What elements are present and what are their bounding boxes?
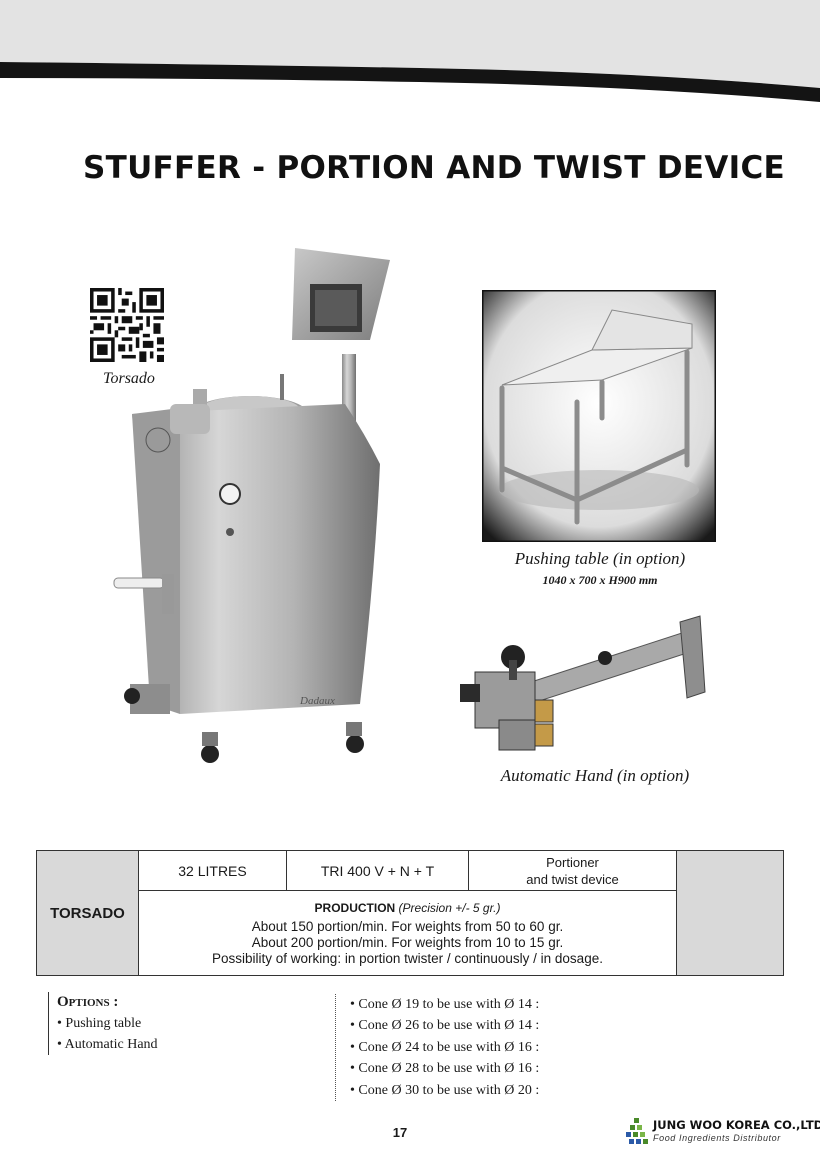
page-number: 17: [392, 1125, 408, 1140]
cones-list: • Cone Ø 19 to be use with Ø 14 : • Cone…: [335, 994, 650, 1102]
automatic-hand-caption: Automatic Hand (in option): [500, 766, 690, 785]
qr-caption: Torsado: [103, 370, 155, 387]
qr-code: [90, 288, 164, 362]
company-logo-icon: [626, 1118, 648, 1144]
machine-brand: Dadaux: [299, 695, 335, 707]
stuffer-machine-image: Dadaux: [113, 248, 390, 763]
production-line: About 200 portion/min. For weights from …: [251, 934, 564, 950]
options-title: Options :: [57, 994, 119, 1010]
cone-item: • Cone Ø 26 to be use with Ø 14 :: [350, 1018, 540, 1034]
production-heading: PRODUCTION (Precision +/- 5 gr.): [315, 900, 501, 916]
spec-production: PRODUCTION (Precision +/- 5 gr.) About 1…: [139, 891, 677, 975]
automatic-hand-image: [460, 615, 706, 751]
options-list: Options : • Pushing table • Automatic Ha…: [48, 992, 257, 1055]
option-item: • Automatic Hand: [57, 1037, 158, 1052]
production-label: PRODUCTION: [314, 900, 396, 915]
spec-motor: TRI 400 V + N + T: [287, 851, 469, 891]
spec-table: TORSADO 32 LITRES TRI 400 V + N + T Port…: [36, 850, 784, 976]
company-tagline: Food Ingredients Distributor: [653, 1133, 781, 1143]
cone-item: • Cone Ø 19 to be use with Ø 14 :: [350, 997, 540, 1012]
spec-description-line1: Portioner: [546, 854, 599, 870]
pushing-table-image: [482, 290, 716, 542]
pushing-table-dimensions: 1040 x 700 x H900 mm: [542, 573, 658, 587]
production-line: Possibility of working: in portion twist…: [212, 950, 603, 966]
cone-item: • Cone Ø 30 to be use with Ø 20 :: [350, 1082, 540, 1098]
cone-item: • Cone Ø 24 to be use with Ø 16 :: [350, 1039, 540, 1055]
company-name: JUNG WOO KOREA CO.,LTD.: [653, 1118, 820, 1132]
spec-capacity: 32 LITRES: [139, 851, 287, 891]
production-line: About 150 portion/min. For weights from …: [251, 918, 564, 934]
page-title: STUFFER - PORTION AND TWIST DEVICE: [83, 150, 785, 186]
spec-empty-cell: [677, 851, 783, 975]
pushing-table-caption: Pushing table (in option): [514, 549, 686, 568]
spec-description: Portioner and twist device: [469, 851, 677, 891]
spec-description-line2: and twist device: [526, 871, 619, 887]
production-precision: (Precision +/- 5 gr.): [398, 900, 501, 915]
cone-item: • Cone Ø 28 to be use with Ø 16 :: [350, 1061, 540, 1077]
header-band: [0, 0, 820, 115]
spec-model: TORSADO: [37, 851, 139, 975]
option-item: • Pushing table: [57, 1016, 142, 1031]
